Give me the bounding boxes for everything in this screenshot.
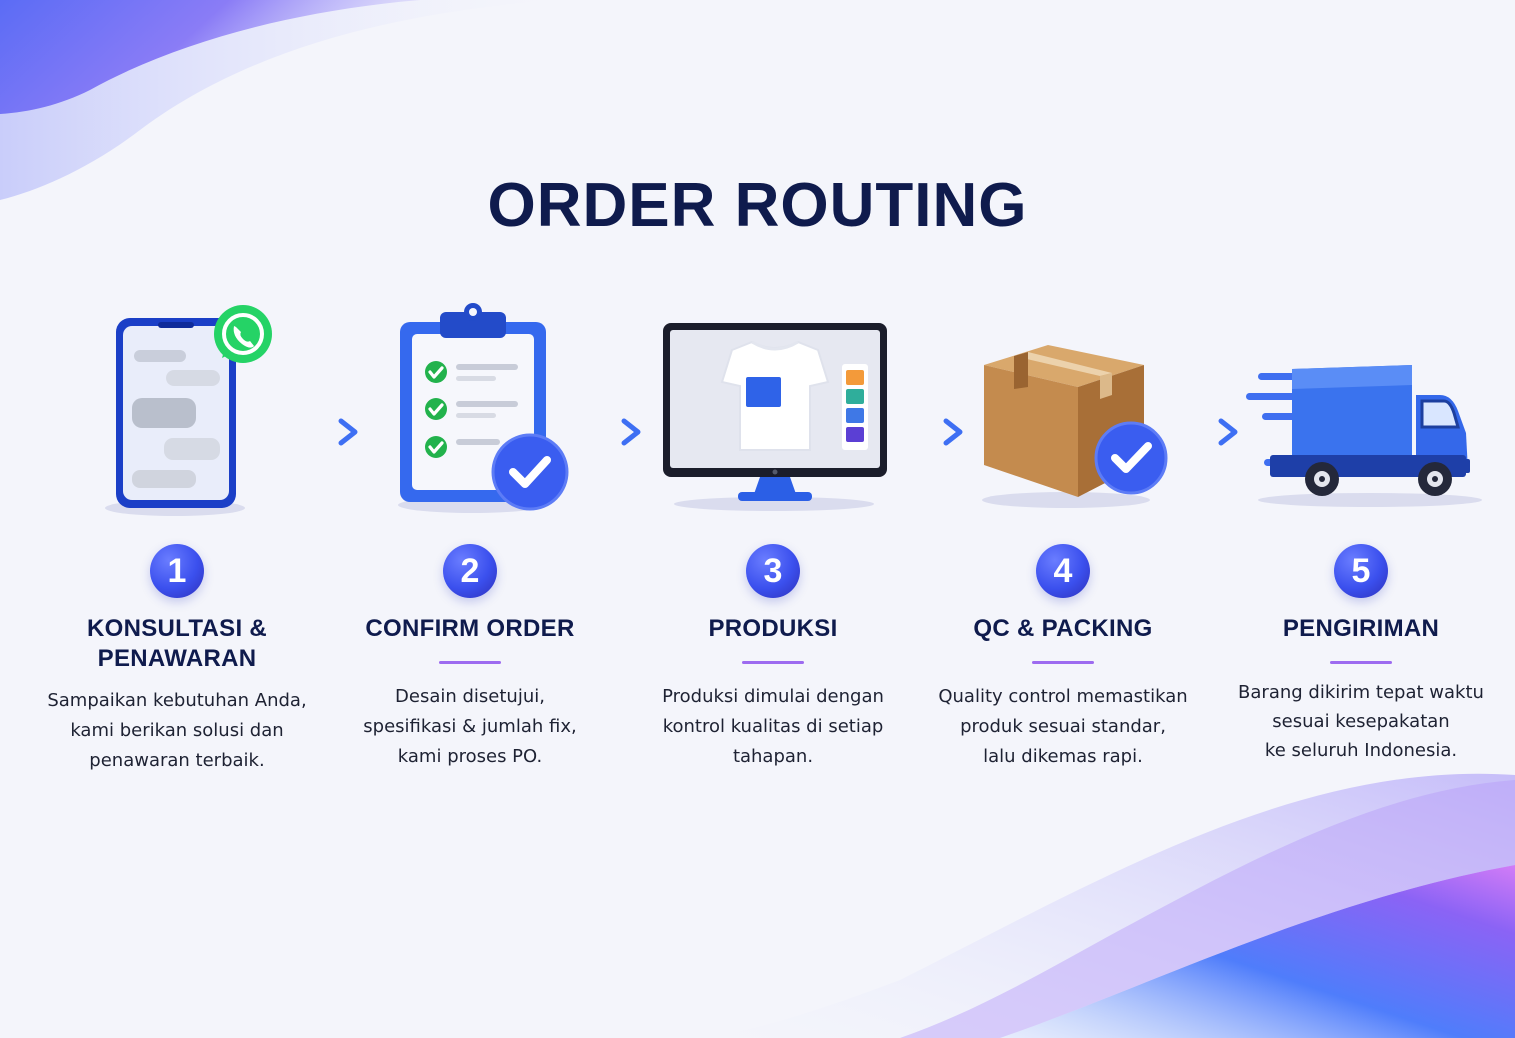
chat-phone-icon bbox=[105, 305, 272, 516]
step-2: 2 CONFIRM ORDER Desain disetujui, spesif… bbox=[330, 544, 610, 772]
step-title: QC & PACKING bbox=[973, 615, 1153, 642]
step-1: 1 KONSULTASI & PENAWARAN Sampaikan kebut… bbox=[37, 544, 317, 776]
box-check-icon bbox=[982, 345, 1168, 508]
step-number-badge: 3 bbox=[746, 544, 800, 598]
step-5: 5 PENGIRIMAN Barang dikirim tepat waktu … bbox=[1221, 544, 1501, 765]
step-description: Quality control memastikan produk sesuai… bbox=[938, 686, 1188, 767]
page-title: ORDER ROUTING bbox=[487, 171, 1028, 240]
step-title: CONFIRM ORDER bbox=[365, 615, 575, 642]
step-divider bbox=[742, 661, 804, 664]
step-number-badge: 4 bbox=[1036, 544, 1090, 598]
step-title: PENGIRIMAN bbox=[1282, 615, 1440, 642]
step-divider bbox=[1330, 661, 1392, 664]
step-number-badge: 5 bbox=[1334, 544, 1388, 598]
clipboard-checklist-icon bbox=[398, 303, 569, 513]
arrow-right-icon bbox=[287, 418, 358, 446]
step-title: PRODUKSI bbox=[708, 615, 838, 642]
step-description: Barang dikirim tepat waktu sesuai kesepa… bbox=[1238, 682, 1484, 761]
step-title: KONSULTASI & PENAWARAN bbox=[86, 615, 268, 672]
monitor-tshirt-icon bbox=[663, 323, 887, 511]
arrow-right-icon bbox=[580, 418, 641, 446]
step-description: Sampaikan kebutuhan Anda, kami berikan s… bbox=[47, 690, 307, 771]
delivery-truck-icon bbox=[1246, 365, 1482, 507]
step-number-badge: 1 bbox=[150, 544, 204, 598]
arrow-right-icon bbox=[1177, 418, 1238, 446]
step-3: 3 PRODUKSI Produksi dimulai dengan kontr… bbox=[633, 544, 913, 772]
arrow-right-icon bbox=[902, 418, 963, 446]
step-divider bbox=[1032, 661, 1094, 664]
step-divider bbox=[439, 661, 501, 664]
step-description: Desain disetujui, spesifikasi & jumlah f… bbox=[363, 686, 577, 767]
step-4: 4 QC & PACKING Quality control memastika… bbox=[923, 544, 1203, 772]
step-number-badge: 2 bbox=[443, 544, 497, 598]
step-description: Produksi dimulai dengan kontrol kualitas… bbox=[662, 686, 884, 767]
